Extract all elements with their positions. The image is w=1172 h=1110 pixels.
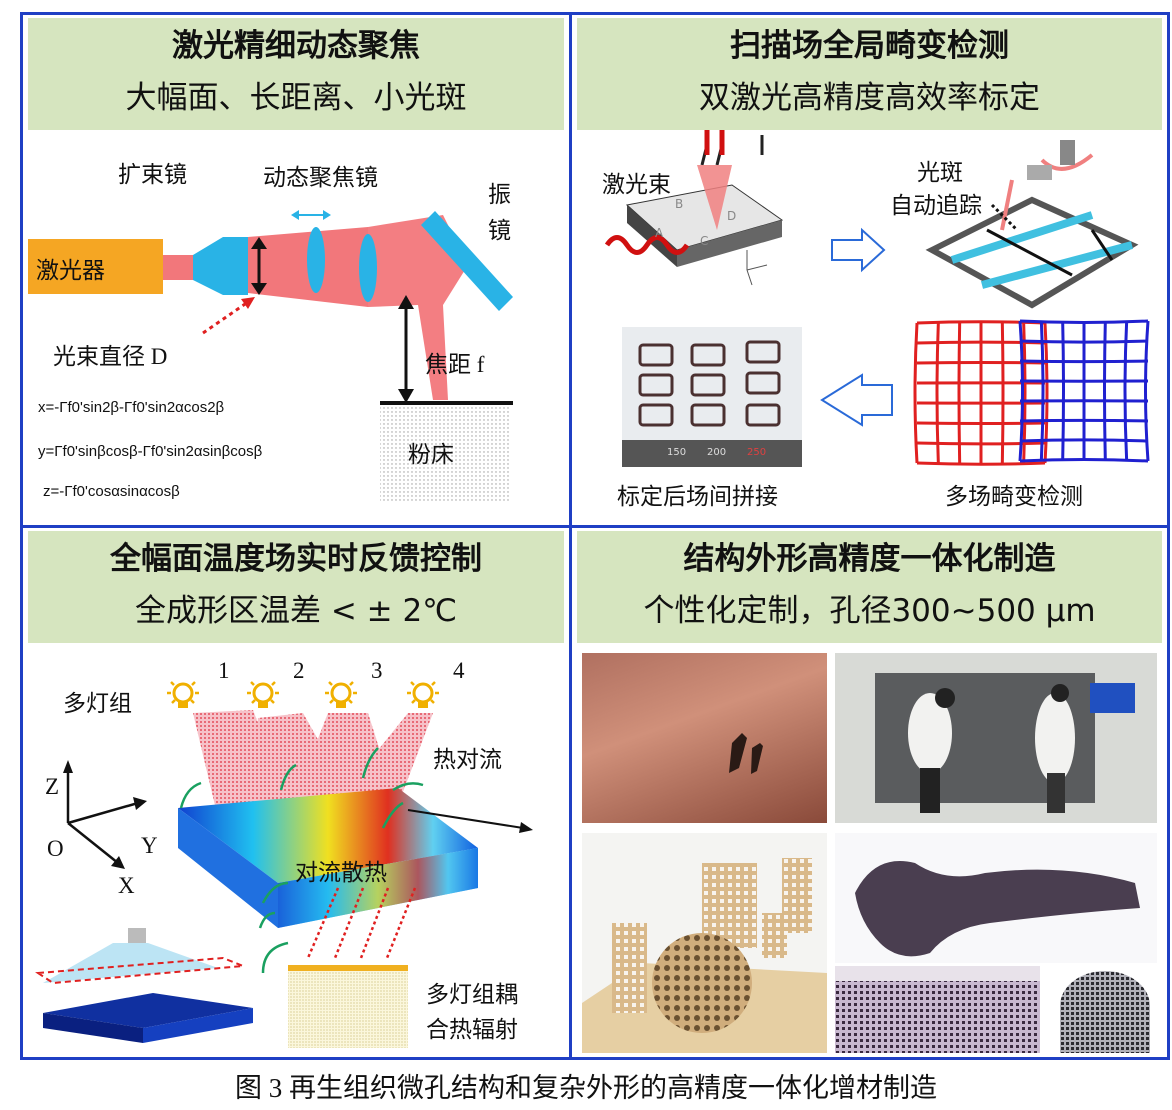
bulb-icon bbox=[407, 681, 439, 708]
panel-title: 全幅面温度场实时反馈控制 bbox=[110, 541, 482, 577]
focused-beam bbox=[368, 215, 468, 400]
label-coupled-2: 合热辐射 bbox=[426, 1017, 518, 1043]
panel-subtitle: 全成形区温差 < ± 2℃ bbox=[134, 593, 458, 629]
label-powder-bed: 粉床 bbox=[408, 442, 454, 468]
label-expander: 扩束镜 bbox=[118, 162, 187, 188]
panel-title: 激光精细动态聚焦 bbox=[172, 28, 420, 64]
panel-laser-focusing: 激光精细动态聚焦 大幅面、长距离、小光斑 bbox=[23, 15, 569, 525]
figure-caption: 图 3 再生组织微孔结构和复杂外形的高精度一体化增材制造 bbox=[235, 1073, 937, 1103]
coupled-radiation-sketch bbox=[261, 887, 417, 1048]
flow-arrow-right bbox=[831, 227, 886, 273]
focal-arrow bbox=[398, 295, 414, 403]
label-stitching: 标定后场间拼接 bbox=[617, 484, 778, 510]
panel-temperature-control: 全幅面温度场实时反馈控制 全成形区温差 < ± 2℃ bbox=[23, 528, 569, 1057]
panel-integrated-manufacturing: 结构外形高精度一体化制造 个性化定制，孔径300~500 μm bbox=[572, 528, 1167, 1057]
label-convection: 热对流 bbox=[433, 747, 502, 773]
label-spot: 光斑 bbox=[917, 160, 963, 186]
label-beam-diameter: 光束直径 D bbox=[53, 344, 168, 369]
label-galvo-2: 镜 bbox=[488, 218, 511, 244]
beam-diameter-pointer bbox=[202, 297, 255, 335]
photo-powder-bed bbox=[582, 653, 827, 823]
label-focal-length: 焦距 f bbox=[425, 352, 485, 377]
laser-beam-cone bbox=[697, 165, 732, 230]
laser-beam bbox=[163, 255, 198, 280]
powder-bed bbox=[380, 403, 510, 503]
plate-letter-c: C bbox=[700, 234, 708, 248]
photo-lattice-closeup bbox=[835, 966, 1040, 1053]
label-lamp-group: 多灯组 bbox=[63, 691, 132, 717]
distortion-grid-blue bbox=[1018, 319, 1150, 463]
plate-letter-b: B bbox=[675, 197, 683, 211]
calibration-squares bbox=[638, 340, 781, 427]
optics-diagram bbox=[163, 210, 513, 503]
divider-horizontal bbox=[20, 525, 1170, 528]
calibration-diagram: B A C D bbox=[604, 130, 1150, 467]
bulb-icon bbox=[325, 681, 357, 708]
label-convective-cooling: 对流散热 bbox=[295, 860, 387, 886]
convection-arrows bbox=[179, 747, 424, 929]
panel-title: 结构外形高精度一体化制造 bbox=[683, 541, 1056, 577]
ruler-value-200: 200 bbox=[707, 447, 726, 458]
label-distortion: 多场畸变检测 bbox=[945, 484, 1083, 510]
lamp-number-3: 3 bbox=[371, 658, 383, 683]
focus-lens-2 bbox=[359, 234, 377, 302]
gantry-tracker bbox=[925, 140, 1139, 309]
panel-subtitle: 双激光高精度高效率标定 bbox=[699, 80, 1040, 116]
photo-porous-scaffolds bbox=[582, 833, 827, 1053]
bulb-icon bbox=[247, 681, 279, 708]
sensor-field-sketch bbox=[35, 928, 253, 1043]
label-galvo-1: 振 bbox=[488, 182, 511, 208]
panel-subtitle: 大幅面、长距离、小光斑 bbox=[125, 80, 467, 116]
xyz-axes bbox=[63, 760, 147, 869]
lamp-number-2: 2 bbox=[293, 658, 305, 683]
axis-label-y: Y bbox=[141, 833, 158, 858]
lens-move-arrow bbox=[291, 210, 331, 220]
diameter-arrow bbox=[251, 237, 267, 295]
panel-header: 结构外形高精度一体化制造 个性化定制，孔径300~500 μm bbox=[577, 531, 1162, 643]
thermal-diagram bbox=[35, 681, 533, 1048]
beam-expander bbox=[193, 237, 248, 295]
lamp-icons bbox=[167, 681, 439, 708]
label-coupled-1: 多灯组耦 bbox=[426, 982, 518, 1008]
photo-machine-operators bbox=[835, 653, 1157, 823]
panel-subtitle: 个性化定制，孔径300~500 μm bbox=[643, 593, 1096, 629]
lamp-number-4: 4 bbox=[453, 658, 465, 683]
panel-distortion-detection: 扫描场全局畸变检测 双激光高精度高效率标定 B A C D bbox=[572, 15, 1167, 525]
bulb-icon bbox=[167, 681, 199, 708]
photo-bone-implant bbox=[835, 833, 1157, 963]
plate-letter-a: A bbox=[655, 226, 664, 240]
plate-letter-d: D bbox=[727, 209, 736, 223]
axis-label-x: X bbox=[118, 873, 135, 898]
panel-header: 激光精细动态聚焦 大幅面、长距离、小光斑 bbox=[28, 18, 564, 130]
panel-header: 扫描场全局畸变检测 双激光高精度高效率标定 bbox=[577, 18, 1162, 130]
ruler-value-150: 150 bbox=[667, 447, 686, 458]
panel-header: 全幅面温度场实时反馈控制 全成形区温差 < ± 2℃ bbox=[28, 531, 564, 643]
flow-arrow-left bbox=[820, 373, 893, 427]
axis-label-o: O bbox=[47, 836, 64, 861]
photo-lattice-cylinder bbox=[1050, 966, 1157, 1053]
axis-label-z: Z bbox=[45, 774, 60, 799]
lamp-number-1: 1 bbox=[218, 658, 230, 683]
distortion-grid-red bbox=[913, 320, 1049, 466]
label-laser-beam: 激光束 bbox=[602, 172, 671, 198]
laser-box: 激光器 bbox=[28, 239, 163, 294]
label-laser: 激光器 bbox=[36, 258, 105, 284]
focus-lens-1 bbox=[307, 227, 325, 293]
panel-title: 扫描场全局畸变检测 bbox=[730, 28, 1009, 64]
galvo-mirror bbox=[421, 211, 513, 311]
label-dynamic-focus: 动态聚焦镜 bbox=[263, 165, 378, 191]
label-auto-track: 自动追踪 bbox=[890, 193, 982, 219]
equation-y: y=Γf0'sinβcosβ-Γf0'sin2αsinβcosβ bbox=[38, 443, 263, 460]
equation-z: z=-Γf0'cosαsinαcosβ bbox=[43, 483, 180, 500]
figure-frame bbox=[20, 12, 1170, 1060]
equation-x: x=-Γf0'sin2β-Γf0'sin2αcos2β bbox=[38, 399, 225, 416]
heat-plate bbox=[178, 788, 478, 928]
ruler-value-250: 250 bbox=[747, 447, 766, 458]
divider-vertical bbox=[569, 12, 572, 1060]
